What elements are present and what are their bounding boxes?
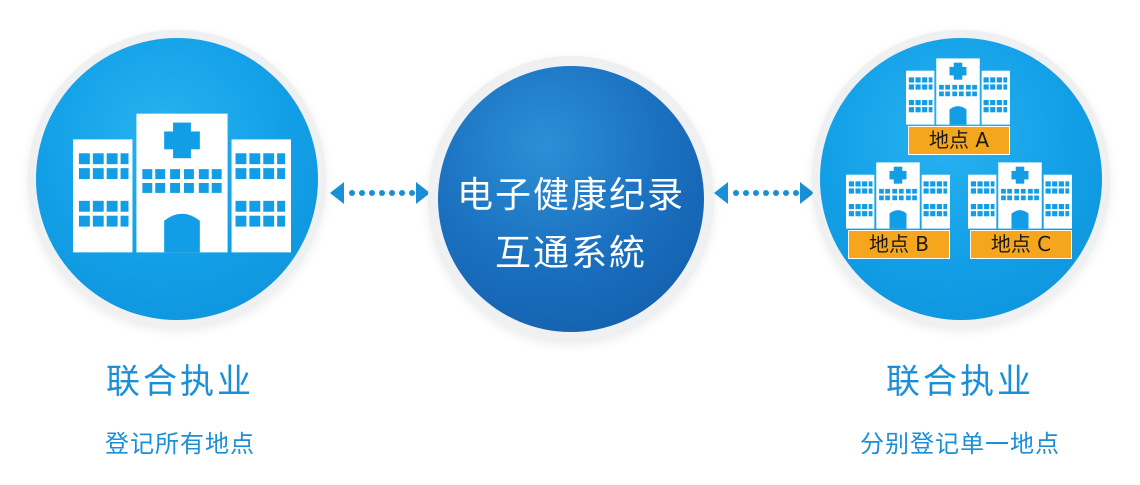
location-label-c: 地点 C xyxy=(970,230,1072,259)
hospital-icon xyxy=(846,162,950,229)
location-label-b: 地点 B xyxy=(848,230,950,259)
arrow-left-icon xyxy=(330,182,430,204)
arrow-right-icon xyxy=(416,182,430,204)
center-title-line1: 电子健康纪录 xyxy=(456,175,685,216)
arrow-left-icon xyxy=(714,182,728,204)
center-node-circle: 电子健康纪录 互通系統 xyxy=(438,66,704,332)
right-caption-title: 联合执业 xyxy=(886,362,1034,402)
arrow-right-icon xyxy=(714,182,814,204)
location-label-a: 地点 A xyxy=(908,126,1010,155)
center-title-line2: 互通系統 xyxy=(494,233,647,274)
left-caption-title: 联合执业 xyxy=(106,362,254,402)
hospital-icon xyxy=(968,162,1072,229)
hospital-icon xyxy=(906,58,1010,125)
left-caption-subtitle: 登记所有地点 xyxy=(105,430,255,458)
hospital-icon xyxy=(73,113,291,253)
right-caption-subtitle: 分别登记单一地点 xyxy=(860,430,1060,458)
